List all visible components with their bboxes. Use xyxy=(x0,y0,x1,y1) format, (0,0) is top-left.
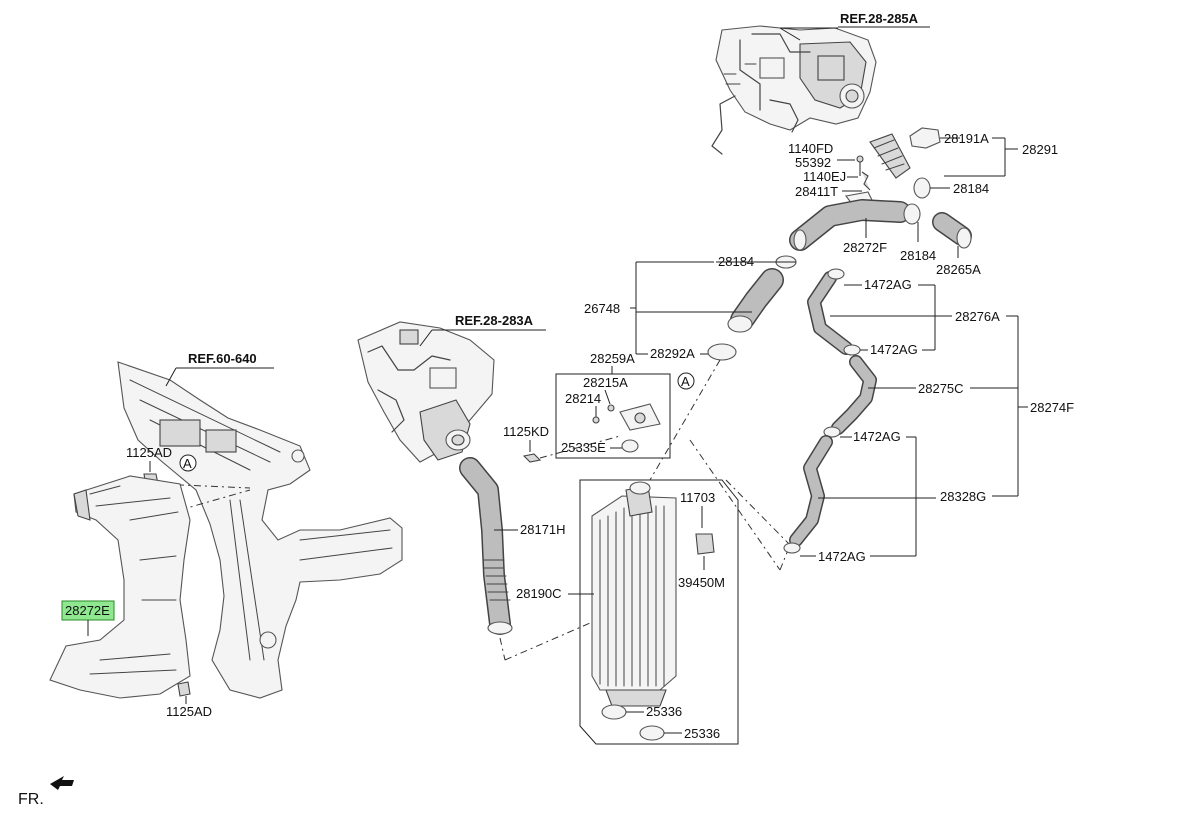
label-28272e[interactable]: 28272E xyxy=(65,603,110,618)
label-28184-mid: 28184 xyxy=(900,248,936,263)
hose-28171h xyxy=(459,457,513,635)
label-28191a: 28191A xyxy=(944,131,989,146)
clamp-28184-mid xyxy=(903,203,921,225)
clamp-28292a xyxy=(707,343,737,361)
clamp-28184-top xyxy=(913,177,931,199)
label-25336-b: 25336 xyxy=(684,726,720,741)
pipe-28275c xyxy=(831,355,877,435)
hose-28265a xyxy=(932,212,972,249)
label-28214: 28214 xyxy=(565,391,601,406)
label-28272f: 28272F xyxy=(843,240,887,255)
label-28275c: 28275C xyxy=(918,381,964,396)
label-28265a: 28265A xyxy=(936,262,981,277)
bolt-1125ad-bottom xyxy=(177,681,191,697)
grommet-25336-b xyxy=(639,725,665,741)
hose-28276a xyxy=(807,271,853,355)
ref-60-640-label: REF.60-640 xyxy=(188,351,257,366)
view-a-marker-left xyxy=(179,454,197,472)
label-28184-top: 28184 xyxy=(953,181,989,196)
view-a-label-box: A xyxy=(681,374,690,389)
label-55392: 55392 xyxy=(795,155,831,170)
label-28184-left: 28184 xyxy=(718,254,754,269)
intercooler-pipe-28272f xyxy=(789,199,911,251)
label-1140ej: 1140EJ xyxy=(803,169,846,184)
intercooler-28190c xyxy=(591,481,677,707)
label-11703: 11703 xyxy=(680,490,715,505)
view-a-label-left: A xyxy=(183,456,192,471)
front-end-frame xyxy=(117,361,403,699)
label-28215a: 28215A xyxy=(583,375,628,390)
grommet-25336-a xyxy=(601,704,627,720)
label-28259a: 28259A xyxy=(590,351,635,366)
engine-assembly-top xyxy=(711,25,877,155)
label-26748: 26748 xyxy=(584,301,620,316)
ref-28-285a-label: REF.28-285A xyxy=(840,11,919,26)
intercooler-box xyxy=(579,479,739,745)
bracket-1140ej xyxy=(861,171,871,191)
label-25335e: 25335E xyxy=(561,440,606,455)
label-28291: 28291 xyxy=(1022,142,1058,157)
label-25336-a: 25336 xyxy=(646,704,682,719)
view-a-marker-box xyxy=(677,372,695,390)
hose-28328g xyxy=(789,435,833,547)
label-28276a: 28276A xyxy=(955,309,1000,324)
label-1125kd: 1125KD xyxy=(503,424,549,439)
label-1472ag-4: 1472AG xyxy=(818,549,866,564)
clamp-1472ag-2 xyxy=(843,344,861,356)
bolt-1125kd xyxy=(522,453,542,463)
label-1472ag-1: 1472AG xyxy=(864,277,912,292)
bolt-28214 xyxy=(592,416,600,424)
label-28274f: 28274F xyxy=(1030,400,1074,415)
label-1472ag-3: 1472AG xyxy=(853,429,901,444)
label-1140fd: 1140FD xyxy=(788,141,833,156)
turbo-assembly-mid xyxy=(357,321,495,463)
label-28171h: 28171H xyxy=(520,522,566,537)
hose-26748 xyxy=(727,268,784,333)
grommet-25335e xyxy=(621,439,639,453)
ref-28-283a-label: REF.28-283A xyxy=(455,313,534,328)
part-28191a-shape xyxy=(909,127,941,149)
clamp-1472ag-4 xyxy=(783,542,801,554)
sensor-39450m xyxy=(695,533,715,555)
label-1125ad-top: 1125AD xyxy=(126,445,172,460)
front-direction-label: FR. xyxy=(18,791,44,808)
clamp-1472ag-3 xyxy=(823,426,841,438)
label-39450m: 39450M xyxy=(678,575,725,590)
air-duct-28291 xyxy=(869,133,911,179)
clamp-1472ag-1 xyxy=(827,268,845,280)
label-1472ag-2: 1472AG xyxy=(870,342,918,357)
label-28292a: 28292A xyxy=(650,346,695,361)
bolt-55392 xyxy=(856,155,864,163)
label-28411t: 28411T xyxy=(795,184,838,199)
front-arrow-icon xyxy=(50,776,74,790)
label-1125ad-bottom: 1125AD xyxy=(166,704,212,719)
label-28190c: 28190C xyxy=(516,586,562,601)
bolt-28215a xyxy=(607,404,615,412)
label-28328g: 28328G xyxy=(940,489,986,504)
kit-box-28259a xyxy=(555,373,671,459)
air-guide-28272e xyxy=(49,475,191,699)
